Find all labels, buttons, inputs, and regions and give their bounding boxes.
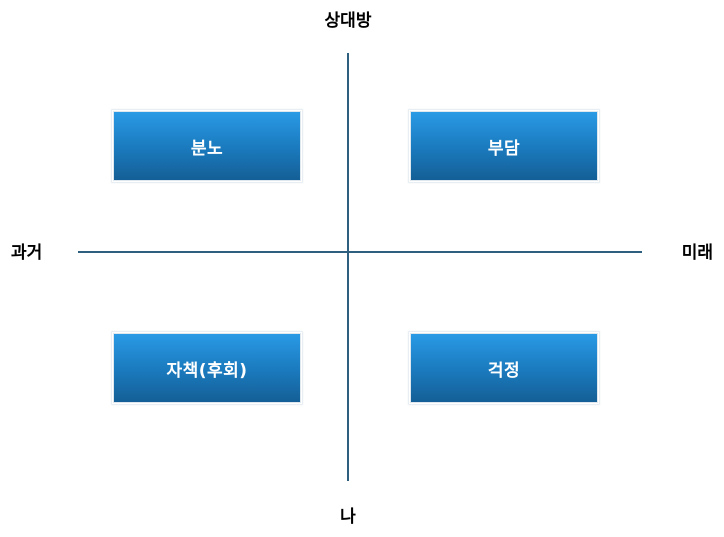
quadrant-box-bottom-left: 자책(후회): [113, 333, 301, 403]
axis-label-left: 과거: [11, 243, 43, 263]
quadrant-label-top-left: 분노: [190, 138, 224, 159]
axis-label-bottom: 나: [340, 507, 356, 527]
horizontal-axis-line: [78, 251, 642, 253]
quadrant-label-top-right: 부담: [487, 138, 521, 159]
quadrant-box-top-right: 부담: [410, 111, 598, 181]
axis-label-top: 상대방: [324, 11, 372, 31]
quadrant-label-bottom-left: 자책(후회): [166, 360, 248, 381]
quadrant-box-bottom-right: 걱정: [410, 333, 598, 403]
axis-label-right: 미래: [681, 243, 713, 263]
quadrant-box-top-left: 분노: [113, 111, 301, 181]
vertical-axis-line: [347, 53, 349, 481]
quadrant-label-bottom-right: 걱정: [487, 360, 521, 381]
